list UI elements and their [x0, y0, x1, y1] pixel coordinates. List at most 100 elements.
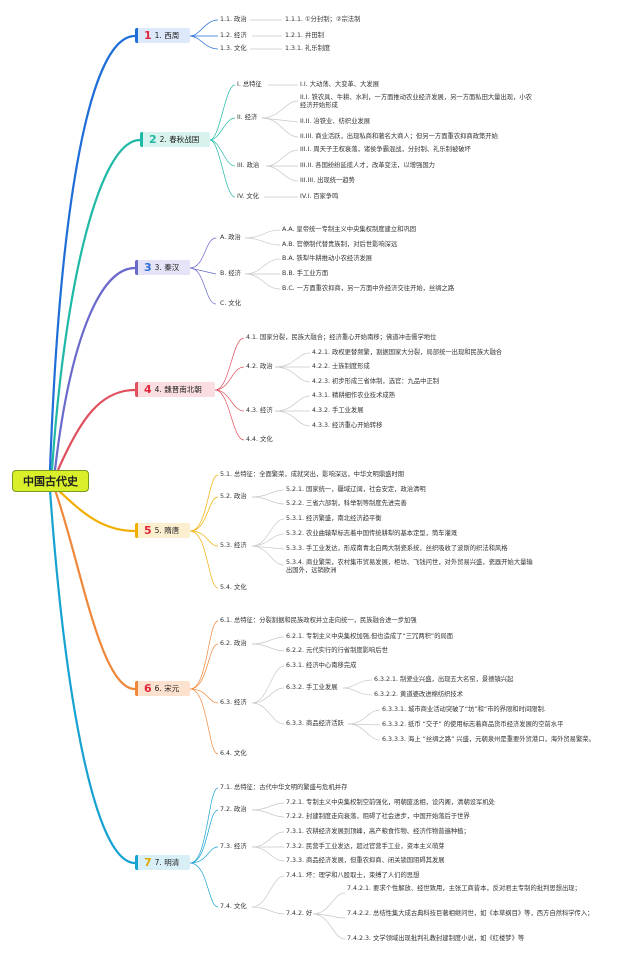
node-6-3-3-1[interactable]: 6.3.3.1. 城市商业活动突破了“坊”和“市的界限和时间限制. — [382, 706, 546, 713]
branch-number-icon: 1 — [144, 29, 152, 42]
node-1-3-1[interactable]: 1.3.1. 礼乐制度 — [285, 45, 331, 52]
node-7-4-2-3[interactable]: 7.4.2.3. 文学领域出现批判礼教封建制度小说，如《红楼梦》等 — [347, 935, 525, 942]
node-I-I[interactable]: I.I. 大动荡、大变革、大发展 — [300, 81, 379, 88]
branch-line-qinhan — [53, 266, 136, 471]
node-6-3-3-3[interactable]: 6.3.3.3. 海上 “丝绸之路” 兴盛，元朝泉州是重要外贸港口，海外贸易繁荣… — [382, 736, 595, 743]
node-5-3-2[interactable]: 5.3.2. 农业曲辕犁标志着中国传统耕犁的基本定型，筒车灌溉 — [286, 530, 458, 537]
node-5-2[interactable]: 5.2. 政治 — [220, 493, 247, 500]
branch-line-suitang — [57, 489, 136, 533]
node-5-3[interactable]: 5.3. 经济 — [220, 542, 247, 549]
node-III[interactable]: III. 政治 — [237, 162, 260, 169]
node-7-3-1[interactable]: 7.3.1. 农耕经济发展到顶峰，高产粮食作物、经济作物普遍种植； — [286, 828, 470, 835]
branch-label: 7. 明清 — [154, 858, 180, 867]
branch-number-icon: 4 — [144, 383, 152, 396]
node-1-3[interactable]: 1.3. 文化 — [220, 45, 247, 52]
node-5-3-3[interactable]: 5.3.3. 手工业发达，形成南青北白两大制瓷系统，丝织吸收了波斯的织法和风格 — [286, 545, 508, 552]
node-7-1[interactable]: 7.1. 总特征：古代中华文明的繁盛与危机并存 — [220, 784, 348, 791]
node-B-A[interactable]: B.A. 铁犁牛耕推动小农经济发展 — [282, 255, 373, 262]
node-7-2[interactable]: 7.2. 政治 — [220, 806, 247, 813]
node-6-1[interactable]: 6.1. 总特征：分裂割据和民族政权并立走向统一，民族融合进一步加强 — [220, 617, 417, 624]
branch-number-icon: 6 — [144, 682, 152, 695]
node-II-II[interactable]: II.II. 冶铁业、纺织业发展 — [300, 118, 371, 125]
node-4-3[interactable]: 4.3. 经济 — [246, 407, 273, 414]
node-4-3-2[interactable]: 4.3.2. 手工业发展 — [312, 407, 364, 414]
branch-number-icon: 3 — [144, 261, 152, 274]
node-A[interactable]: A. 政治 — [220, 234, 241, 241]
node-6-4[interactable]: 6.4. 文化 — [220, 750, 247, 757]
node-I[interactable]: I. 总特征 — [237, 81, 262, 88]
node-6-3-2-1[interactable]: 6.3.2.1. 制瓷业兴盛，出现五大名窑，景德镇兴起 — [374, 676, 514, 683]
node-III-I[interactable]: III.I. 周天子王权衰落，诸侯争霸混战，分封制、礼乐制被破坏 — [300, 146, 471, 153]
node-IV[interactable]: IV. 文化 — [237, 193, 259, 200]
node-II-I[interactable]: II.I. 铁农具、牛耕、水利，一方面推动农业经济发展，另一方面私田大量出现，小… — [300, 94, 532, 109]
node-1-1-1[interactable]: 1.1.1. ①分封制；②宗法制 — [285, 16, 361, 23]
node-4-1[interactable]: 4.1. 国家分裂，民族大融合；经济重心开始南移；佛道冲击儒学地位 — [246, 334, 437, 341]
node-6-2-2[interactable]: 6.2.2. 元代实行的行省制度影响后世 — [286, 647, 388, 654]
branch-line-weijin — [56, 388, 136, 471]
node-6-2-1[interactable]: 6.2.1. 专制主义中央集权加强,但也造成了“三冗两积”的局面 — [286, 633, 454, 640]
branch-node-qinhan[interactable]: 3 3. 秦汉 — [135, 260, 190, 275]
branch-label: 4. 魏晋南北朝 — [154, 385, 202, 394]
branch-node-chunqiu[interactable]: 2 2. 春秋战国 — [140, 132, 210, 147]
node-B-B[interactable]: B.B. 手工业方面 — [282, 270, 329, 277]
branch-line-xizhou — [48, 34, 136, 471]
node-B-C[interactable]: B.C. 一方面重农抑商，另一方面中外经济交往开始，丝绸之路 — [282, 285, 455, 292]
node-6-3[interactable]: 6.3. 经济 — [220, 699, 247, 706]
branch-node-mingqing[interactable]: 7 7. 明清 — [135, 855, 190, 870]
node-III-III[interactable]: III.III. 出现统一趋势 — [300, 177, 355, 184]
branch-number-icon: 7 — [144, 856, 152, 869]
node-7-4[interactable]: 7.4. 文化 — [220, 903, 247, 910]
node-5-2-1[interactable]: 5.2.1. 国家统一，疆域辽阔，社会安定，政治清明 — [286, 486, 426, 493]
node-6-3-1[interactable]: 6.3.1. 经济中心南移完成 — [286, 662, 357, 669]
branch-node-weijin[interactable]: 4 4. 魏晋南北朝 — [135, 382, 215, 397]
node-6-2[interactable]: 6.2. 政治 — [220, 640, 247, 647]
node-4-2-3[interactable]: 4.2.3. 初步形成三省体制，选官：九品中正制 — [312, 378, 440, 385]
node-B[interactable]: B. 经济 — [220, 270, 241, 277]
node-5-3-1[interactable]: 5.3.1. 经济繁盛，南北经济趋平衡 — [286, 515, 382, 522]
branch-label: 3. 秦汉 — [154, 263, 180, 272]
node-A-B[interactable]: A.B. 官僚制代替贵族制，对后世影响深远 — [282, 241, 398, 248]
branch-node-songyuan[interactable]: 6 6. 宋元 — [135, 681, 190, 696]
node-7-4-1[interactable]: 7.4.1. 坏：理学和八股取士，束缚了人们的思想 — [286, 872, 420, 879]
node-7-4-2-1[interactable]: 7.4.2.1. 要求个性解放、经世致用，主张工商皆本，反对君主专制的批判思想出… — [347, 885, 581, 892]
node-4-2-2[interactable]: 4.2.2. 士族制度形成 — [312, 363, 370, 370]
node-6-3-3[interactable]: 6.3.3. 商品经济活跃 — [286, 720, 344, 727]
node-7-3-3[interactable]: 7.3.3. 商品经济发展，但重农抑商、闭关锁国阻碍其发展 — [286, 857, 445, 864]
root-node[interactable]: 中国古代史 — [12, 470, 89, 492]
node-4-3-1[interactable]: 4.3.1. 精耕细作农业技术成熟 — [312, 392, 395, 399]
node-II[interactable]: II. 经济 — [237, 114, 258, 121]
branch-label: 6. 宋元 — [154, 684, 180, 693]
branch-line-mingqing — [48, 489, 136, 865]
node-1-2-1[interactable]: 1.2.1. 井田制 — [285, 32, 324, 39]
node-III-II[interactable]: III.II. 各国纷纷延揽人才，改革变法，以增强国力 — [300, 162, 435, 169]
node-1-2[interactable]: 1.2. 经济 — [220, 32, 247, 39]
node-4-2-1[interactable]: 4.2.1. 政权更替频繁，割据国家大分裂，局部统一出现和民族大融合 — [312, 349, 503, 356]
node-4-4[interactable]: 4.4. 文化 — [246, 436, 273, 443]
node-5-3-4[interactable]: 5.3.4. 商业繁荣，农村集市贸易发展，柜坊、飞钱问世，对外贸易兴盛，瓷器开始… — [286, 559, 533, 574]
branch-label: 2. 春秋战国 — [159, 135, 200, 144]
node-6-3-2-2[interactable]: 6.3.2.2. 黄道婆改进棉纺织技术 — [374, 691, 464, 698]
node-7-3[interactable]: 7.3. 经济 — [220, 843, 247, 850]
branch-number-icon: 2 — [149, 133, 157, 146]
node-6-3-2[interactable]: 6.3.2. 手工业发展 — [286, 684, 338, 691]
node-6-3-3-2[interactable]: 6.3.3.2. 纸币 “交子” 的使用标志着商品货币经济发展的空前水平 — [382, 721, 564, 728]
node-5-4[interactable]: 5.4. 文化 — [220, 584, 247, 591]
branch-label: 1. 西周 — [154, 31, 180, 40]
node-7-2-2[interactable]: 7.2.2. 封建制度走向衰落，阻碍了社会进步，中国开始落后于世界 — [286, 813, 470, 820]
node-5-1[interactable]: 5.1. 总特征：全面繁荣，成就突出，影响深远，中华文明鼎盛时期 — [220, 471, 405, 478]
node-5-2-2[interactable]: 5.2.2. 三省六部制，科举制等制度先进完善 — [286, 500, 407, 507]
node-7-4-2[interactable]: 7.4.2. 好 — [286, 910, 313, 917]
node-A-A[interactable]: A.A. 皇帝统一专制主义中央集权制度建立和巩固 — [282, 226, 417, 233]
node-C[interactable]: C. 文化 — [220, 300, 241, 307]
node-7-3-2[interactable]: 7.3.2. 民营手工业发达，超过官营手工业，资本主义萌芽 — [286, 843, 445, 850]
branch-node-suitang[interactable]: 5 5. 隋唐 — [135, 523, 190, 538]
node-IV-I[interactable]: IV.I. 百家争鸣 — [300, 193, 339, 200]
node-II-III[interactable]: II.III. 商业活跃，出现私商和著名大商人；但另一方面重农抑商政策开始 — [300, 133, 498, 140]
node-7-2-1[interactable]: 7.2.1. 专制主义中央集权制空前强化，明朝废丞相，设内阁，清朝设军机处 — [286, 799, 495, 806]
node-4-2[interactable]: 4.2. 政治 — [246, 363, 273, 370]
branch-line-chunqiu — [50, 138, 141, 471]
node-7-4-2-2[interactable]: 7.4.2.2. 总结性集大成古典科技巨著相继问世，如《本草纲目》等，西方自然科… — [347, 910, 594, 917]
node-1-1[interactable]: 1.1. 政治 — [220, 16, 247, 23]
branch-node-xizhou[interactable]: 1 1. 西周 — [135, 28, 190, 43]
node-4-3-3[interactable]: 4.3.3. 经济重心开始转移 — [312, 422, 383, 429]
